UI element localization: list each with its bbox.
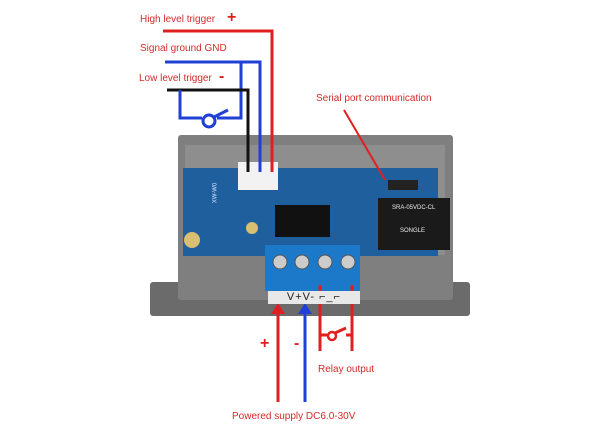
power-plus-sign: +: [260, 335, 270, 352]
switch-lever: [213, 108, 229, 119]
relay-brand: SONGLE: [400, 228, 426, 234]
switch-wire: [178, 90, 202, 120]
high-plus-sign: +: [227, 9, 237, 26]
relay-output-label: Relay output: [318, 364, 375, 375]
relay-model: SRA-05VDC-CL: [392, 205, 436, 211]
relay-switch-icon: [326, 330, 338, 342]
low-trigger-label: Low level trigger: [139, 73, 212, 84]
arrow-up-icon: [298, 303, 312, 314]
arrow-up-icon: [271, 303, 285, 314]
terminal-screw: [340, 254, 356, 270]
high-trigger-label: High level trigger: [140, 14, 216, 25]
terminal-screw: [317, 254, 333, 270]
low-minus-sign: -: [219, 68, 225, 85]
low-trigger-wire: [167, 88, 250, 172]
gnd-wire: [165, 60, 262, 172]
serial-header: [388, 180, 418, 190]
high-trigger-wire: [163, 29, 274, 172]
relay: [378, 198, 450, 250]
serial-pointer: [343, 109, 386, 181]
gnd-switch-branch: [217, 62, 243, 120]
switch-icon: [201, 113, 217, 129]
signal-gnd-label: Signal ground GND: [140, 43, 227, 54]
chip: [275, 205, 330, 237]
power-supply-label: Powered supply DC6.0-30V: [232, 411, 356, 422]
board-model: XW-W0: [212, 182, 219, 204]
capacitor: [184, 232, 200, 248]
capacitor: [246, 222, 258, 234]
terminal-screw: [294, 254, 310, 270]
terminal-screw: [272, 254, 288, 270]
terminal-label-strip: V+V- ⌐_⌐: [268, 291, 360, 304]
serial-label: Serial port communication: [316, 93, 432, 104]
power-minus-sign: -: [294, 335, 300, 352]
